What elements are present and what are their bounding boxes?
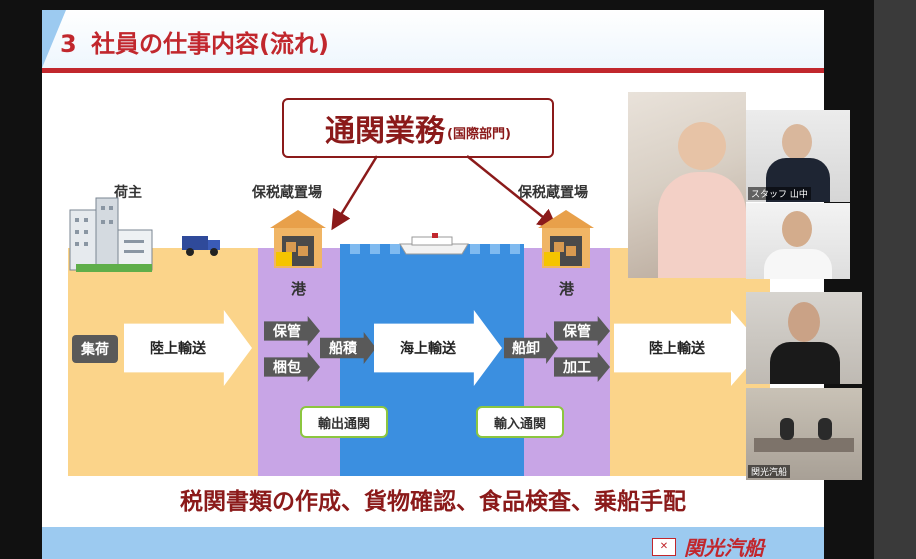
arrow-to-right-bonded xyxy=(466,155,558,230)
video-tile-1[interactable]: スタッフ 山中 xyxy=(746,110,850,202)
company-flag-icon: ✕ xyxy=(652,537,676,556)
participant-3-body xyxy=(770,342,840,384)
window-right-edge xyxy=(874,0,916,559)
truck-icon xyxy=(182,236,220,256)
shipper-buildings-icon xyxy=(69,197,153,272)
participant-1-head xyxy=(782,124,812,160)
warehouse-right-icon xyxy=(538,210,594,268)
slide-footer xyxy=(42,527,824,559)
participant-4b xyxy=(818,418,832,440)
slide-header xyxy=(42,10,824,68)
company-logo: ✕ 関光汽船 xyxy=(652,532,764,559)
import-customs-box: 輸入通関 xyxy=(476,406,564,438)
warehouse-left-icon xyxy=(270,210,326,268)
arrow-to-left-bonded xyxy=(331,155,379,231)
ship-icon xyxy=(399,233,469,255)
video-tile-2[interactable] xyxy=(746,203,850,279)
header-divider xyxy=(42,68,824,73)
slide-title-number: 3 xyxy=(60,30,77,58)
customs-arrows xyxy=(331,155,558,231)
customs-operations-box: 通関業務 (国際部門) xyxy=(282,98,554,158)
video-tile-4[interactable]: 関光汽船 xyxy=(746,388,862,480)
company-logo-text: 関光汽船 xyxy=(684,536,764,559)
participant-2-body xyxy=(764,249,832,279)
participant-4a xyxy=(780,418,794,440)
participant-1-name: スタッフ 山中 xyxy=(748,187,811,200)
bonded-warehouse-right-label: 保税蔵置場 xyxy=(518,185,588,201)
collect-box: 集荷 xyxy=(72,335,118,363)
slide-title: 3 社員の仕事内容(流れ) xyxy=(60,24,329,59)
participant-figure-body xyxy=(658,172,746,278)
shipper-label: 荷主 xyxy=(114,185,142,201)
port-right-label: 港 xyxy=(559,280,575,298)
participant-2-head xyxy=(782,211,812,247)
video-tile-office[interactable] xyxy=(628,92,746,278)
participant-4-name: 関光汽船 xyxy=(748,465,791,478)
duties-summary-text: 税関書類の作成、貨物確認、食品検査、乗船手配 xyxy=(180,489,686,515)
bonded-warehouse-left-label: 保税蔵置場 xyxy=(252,185,322,201)
customs-sub-label: (国際部門) xyxy=(447,126,511,142)
participant-figure xyxy=(678,122,726,170)
slide-title-text: 社員の仕事内容(流れ) xyxy=(91,30,329,58)
export-customs-box: 輸出通関 xyxy=(300,406,388,438)
customs-main-label: 通関業務 xyxy=(325,114,446,149)
participant-3-head xyxy=(788,302,820,342)
port-left-label: 港 xyxy=(291,280,307,298)
video-tile-3[interactable] xyxy=(746,292,862,384)
window-left-edge xyxy=(0,0,42,559)
meeting-table xyxy=(754,438,854,452)
